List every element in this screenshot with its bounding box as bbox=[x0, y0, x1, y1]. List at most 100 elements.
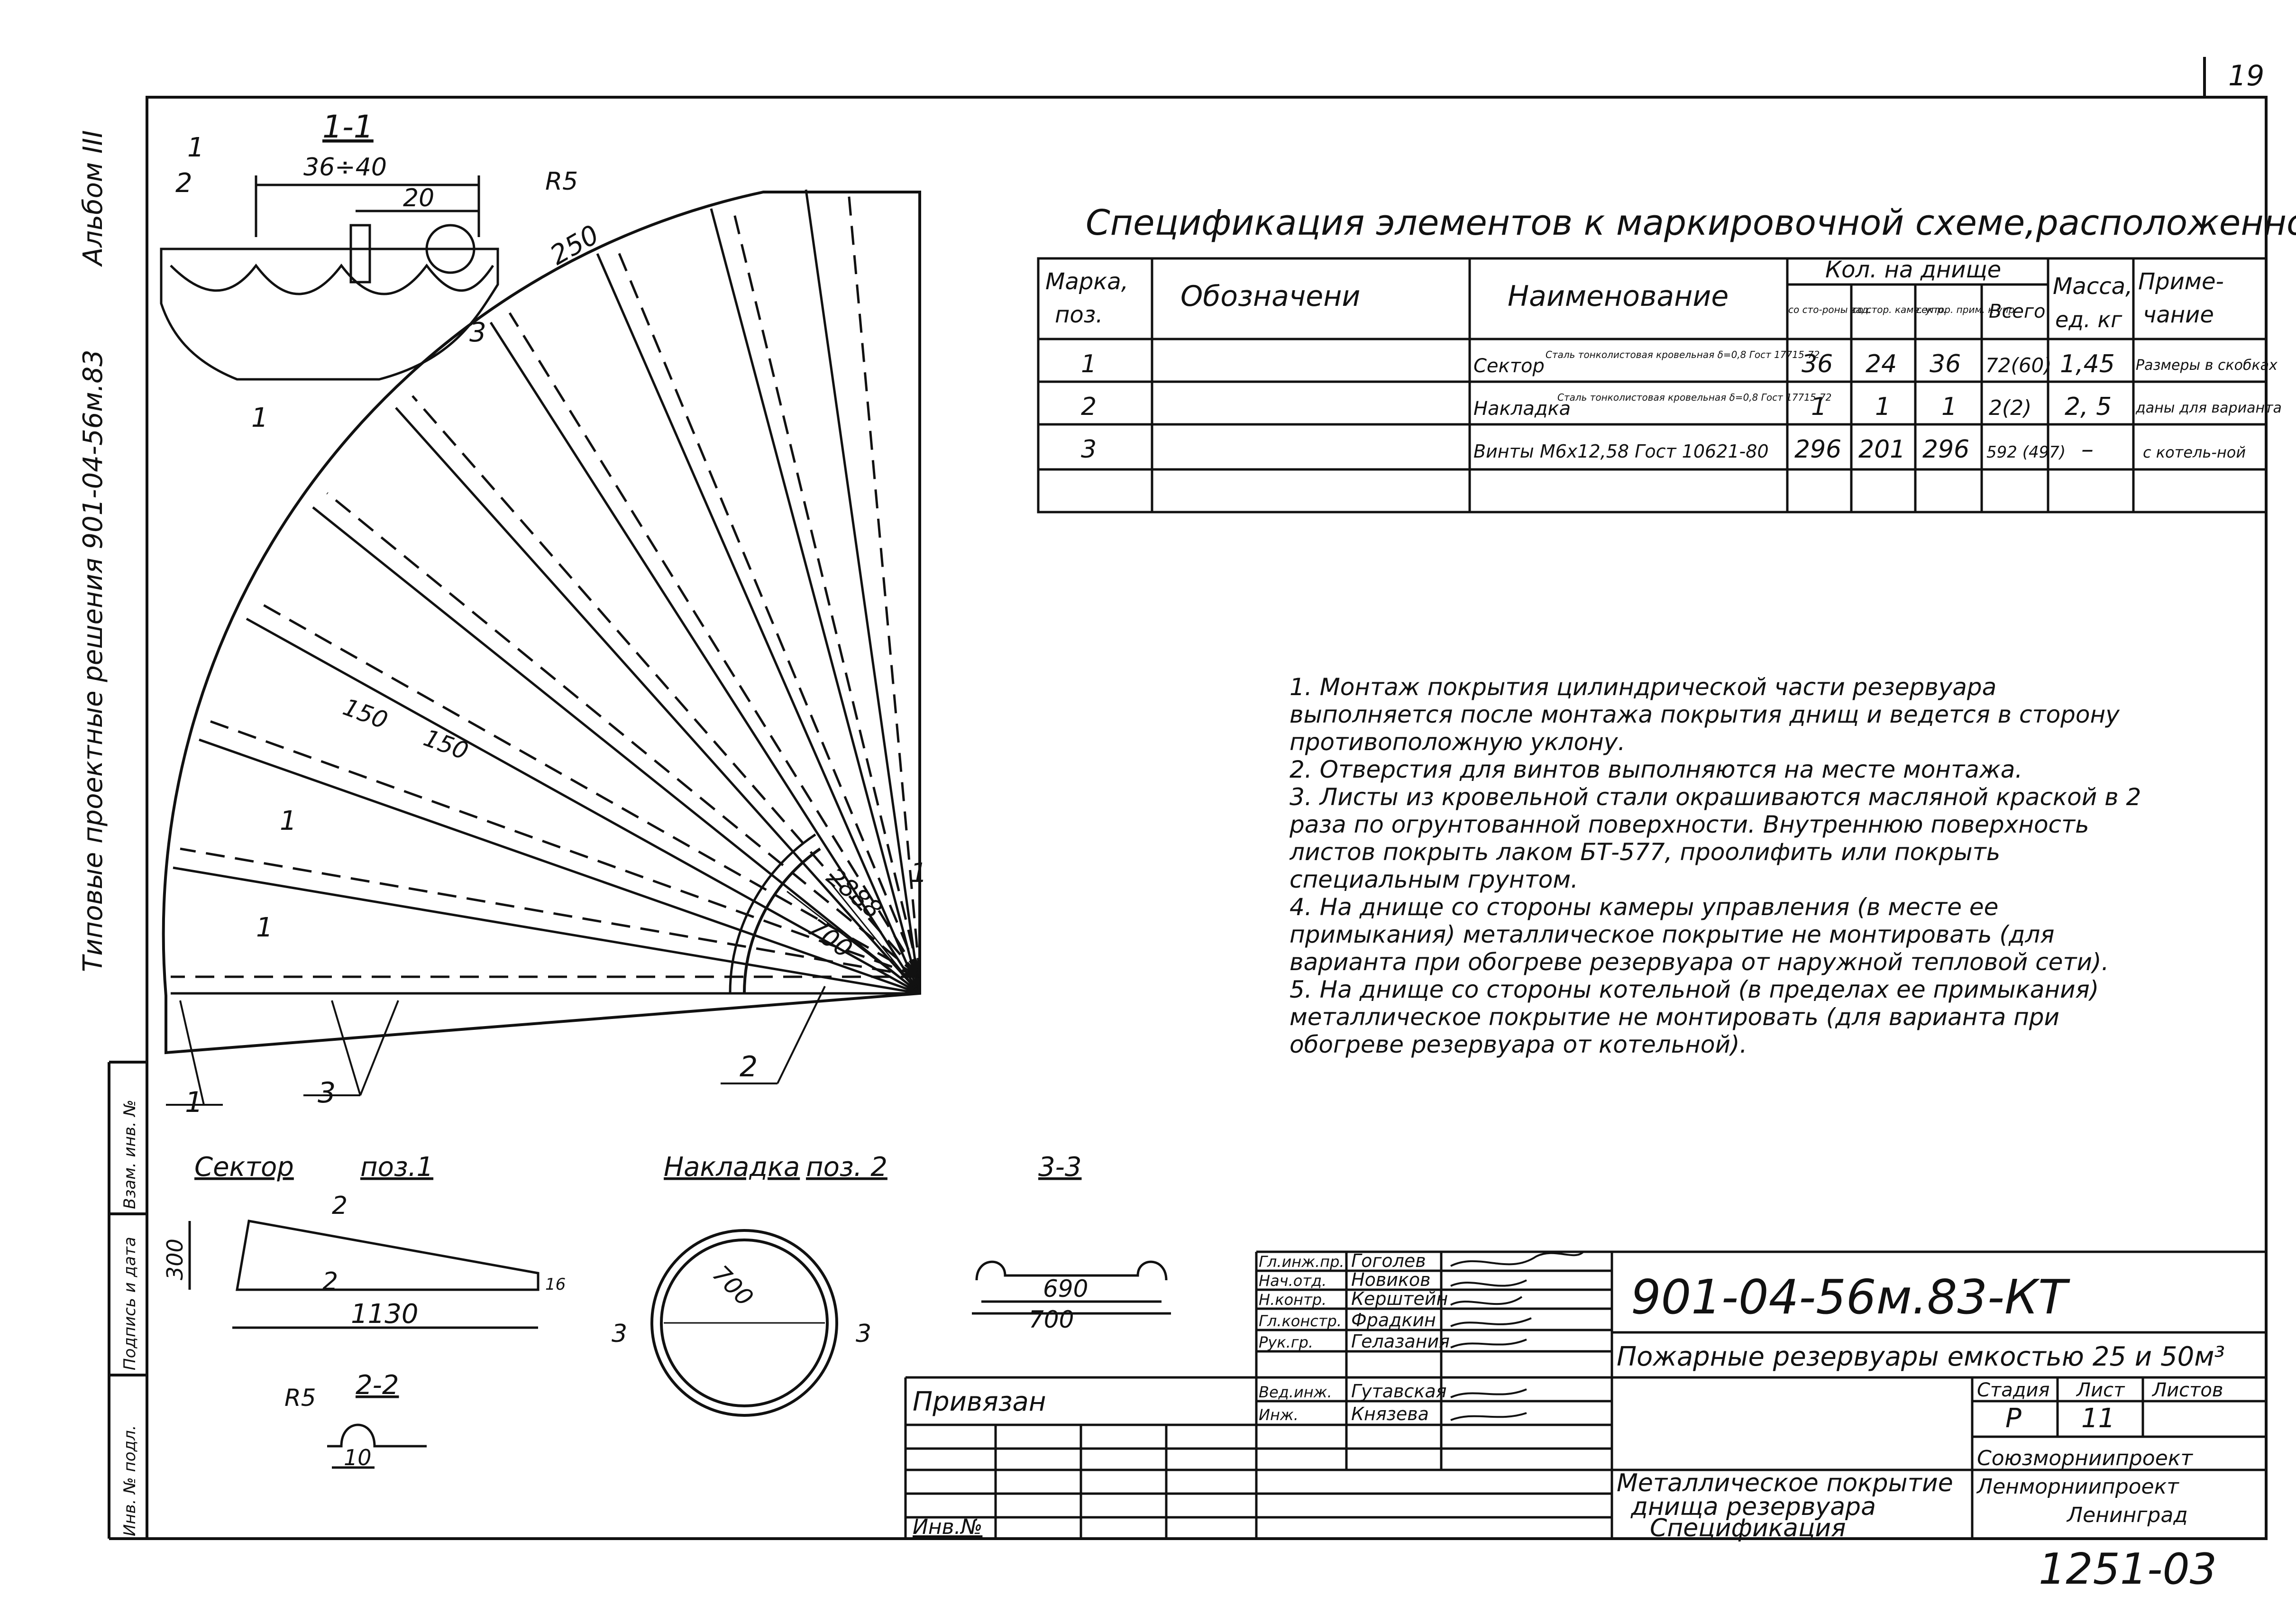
row3-note: с котель-ной bbox=[2143, 443, 2246, 461]
r5-2-2: R5 bbox=[284, 1384, 316, 1412]
sheet-frame bbox=[108, 57, 2268, 1540]
album-label: Альбом III bbox=[78, 130, 109, 267]
section-1-1-title: 1-1 bbox=[322, 109, 374, 145]
tb-code: 901-04-56м.83-КТ bbox=[1631, 1269, 2070, 1325]
stamp-replace-label: Взам. инв. № bbox=[120, 1100, 139, 1209]
cut-2-b: 2 bbox=[322, 1267, 338, 1296]
tb-role-6: Инж. bbox=[1259, 1406, 1299, 1424]
tb-sheet-title-3: Спецификация bbox=[1650, 1514, 1846, 1542]
cut-1-right: 1 bbox=[910, 858, 927, 889]
dim-700: 700 bbox=[803, 913, 858, 963]
hdr-qty: Кол. на днище bbox=[1825, 257, 2001, 283]
section-2-2-title: 2-2 bbox=[356, 1370, 399, 1401]
section-2-2 bbox=[327, 1423, 427, 1469]
dim-1130: 1130 bbox=[351, 1299, 419, 1330]
row1-note: Размеры в скобках bbox=[2136, 357, 2278, 374]
cut-3-left: 3 bbox=[612, 1320, 627, 1348]
fan-plan bbox=[162, 189, 921, 1055]
dim-36-40: 36÷40 bbox=[303, 153, 387, 182]
row2-name-sub: Сталь тонколистовая кровельная δ=0,8 Гос… bbox=[1557, 392, 1831, 403]
tb-role-3: Гл.констр. bbox=[1259, 1312, 1342, 1330]
row2-total: 2(2) bbox=[1989, 396, 2031, 420]
pos1-mid: 1 bbox=[251, 403, 268, 433]
tb-name-2: Керштейн bbox=[1351, 1288, 1448, 1309]
plate-dia: 700 bbox=[707, 1260, 759, 1311]
tb-sheets-label: Листов bbox=[2151, 1379, 2223, 1401]
r5-label: R5 bbox=[545, 167, 578, 196]
hdr-mass: Масса, bbox=[2053, 273, 2132, 300]
hdr-name: Наименование bbox=[1508, 280, 1729, 313]
tb-role-4: Рук.гр. bbox=[1259, 1333, 1313, 1351]
fan-outline bbox=[162, 191, 921, 1055]
hdr-note: Приме- bbox=[2138, 268, 2224, 295]
dim-250: 250 bbox=[545, 219, 604, 271]
sector-pos: поз.1 bbox=[360, 1152, 433, 1183]
tb-name-6: Князева bbox=[1351, 1404, 1429, 1424]
hdr-qty-sub2: со стор. каме. упр. bbox=[1852, 304, 1946, 315]
row3-q2: 201 bbox=[1858, 435, 1905, 464]
hdr-mark-2: поз. bbox=[1055, 302, 1103, 328]
dim-300: 300 bbox=[162, 1239, 188, 1280]
plate-title: Накладка bbox=[664, 1152, 800, 1183]
pos1-top: 1 bbox=[187, 132, 204, 163]
row3-q3: 296 bbox=[1922, 435, 1969, 464]
tb-name-3: Фрадкин bbox=[1351, 1310, 1436, 1330]
hdr-mass-2: ед. кг bbox=[2055, 307, 2122, 332]
row2-q1: 1 bbox=[1811, 393, 1827, 421]
row1-total: 72(60) bbox=[1985, 354, 2052, 377]
row1-mass: 1,45 bbox=[2060, 350, 2115, 378]
hdr-qty-sub3: сектор. прим. к упр. bbox=[1916, 304, 2018, 315]
tb-archive-no: 1251-03 bbox=[2039, 1544, 2217, 1594]
cut-2-a: 2 bbox=[332, 1192, 348, 1220]
hdr-qty-total: Всего bbox=[1989, 301, 2046, 322]
tb-sheet-title-1: Металлическое покрытие bbox=[1617, 1469, 1953, 1497]
dim-10: 10 bbox=[344, 1445, 372, 1470]
section-1-1 bbox=[160, 175, 499, 381]
pos2-bottom: 2 bbox=[740, 1050, 758, 1083]
row2-name: Накладка bbox=[1473, 398, 1571, 420]
section-3-3-title: 3-3 bbox=[1038, 1152, 1081, 1183]
stamp-inv-label: Инв. № подл. bbox=[120, 1425, 139, 1536]
tb-people: Гл.инж.пр. Гоголев Нач.отд. Новиков Н.ко… bbox=[1259, 1250, 1450, 1424]
row1-name: Сектор bbox=[1473, 355, 1545, 377]
spec-title: Спецификация элементов к маркировочной с… bbox=[1086, 202, 2296, 243]
section-3-3 bbox=[972, 1260, 1171, 1315]
row3-name: Винты М6х12,58 Гост 10621-80 bbox=[1473, 441, 1769, 462]
row1-name-sub: Сталь тонколистовая кровельная δ=0,8 Гос… bbox=[1546, 349, 1820, 360]
plate-detail bbox=[650, 1229, 838, 1417]
dim-150a: 150 bbox=[339, 693, 392, 734]
row1-q1: 36 bbox=[1802, 350, 1833, 378]
hdr-mark: Марка, bbox=[1045, 268, 1128, 295]
tb-role-0: Гл.инж.пр. bbox=[1259, 1253, 1345, 1271]
dim-150b: 150 bbox=[420, 724, 472, 765]
hdr-designation: Обозначени bbox=[1180, 280, 1360, 313]
row3-total: 592 (497) bbox=[1986, 443, 2066, 462]
note-5: 5. На днище со стороны котельной (в пред… bbox=[1290, 976, 2099, 1058]
sector-title: Сектор bbox=[194, 1152, 294, 1183]
tb-project: Пожарные резервуары емкостью 25 и 50м³ bbox=[1617, 1341, 2225, 1372]
row2-mass: 2, 5 bbox=[2065, 393, 2112, 421]
tb-role-2: Н.контр. bbox=[1259, 1291, 1326, 1309]
row1-q3: 36 bbox=[1930, 350, 1961, 378]
pos2-top: 2 bbox=[175, 168, 192, 199]
tb-name-4: Гелазания bbox=[1351, 1331, 1450, 1352]
dim-20: 20 bbox=[403, 184, 434, 212]
series-label: Типовые проектные решения 901-04-56м.83 bbox=[78, 349, 109, 972]
center-plate-arc-inner bbox=[729, 833, 816, 994]
page-number: 19 bbox=[2228, 59, 2264, 92]
tb-sheet: 11 bbox=[2081, 1403, 2115, 1434]
row2-mark: 2 bbox=[1081, 393, 1097, 421]
tb-stage-label: Стадия bbox=[1977, 1379, 2049, 1401]
tb-sheet-title-2: днища резервуара bbox=[1630, 1493, 1876, 1521]
title-block-grid bbox=[904, 1250, 2266, 1539]
sector-detail bbox=[188, 1220, 540, 1329]
spec-rows: 1 Сектор Сталь тонколистовая кровельная … bbox=[1081, 349, 2282, 464]
cut-3-right: 3 bbox=[856, 1320, 871, 1348]
row3-mass: – bbox=[2081, 435, 2094, 464]
plate-pos: поз. 2 bbox=[806, 1152, 887, 1183]
tb-sheet-label: Лист bbox=[2076, 1379, 2125, 1401]
dim-690: 690 bbox=[1043, 1275, 1088, 1303]
center-plate-arc bbox=[742, 847, 821, 994]
row3-q1: 296 bbox=[1794, 435, 1841, 464]
tb-org1: Союзморниипроект bbox=[1977, 1446, 2193, 1470]
